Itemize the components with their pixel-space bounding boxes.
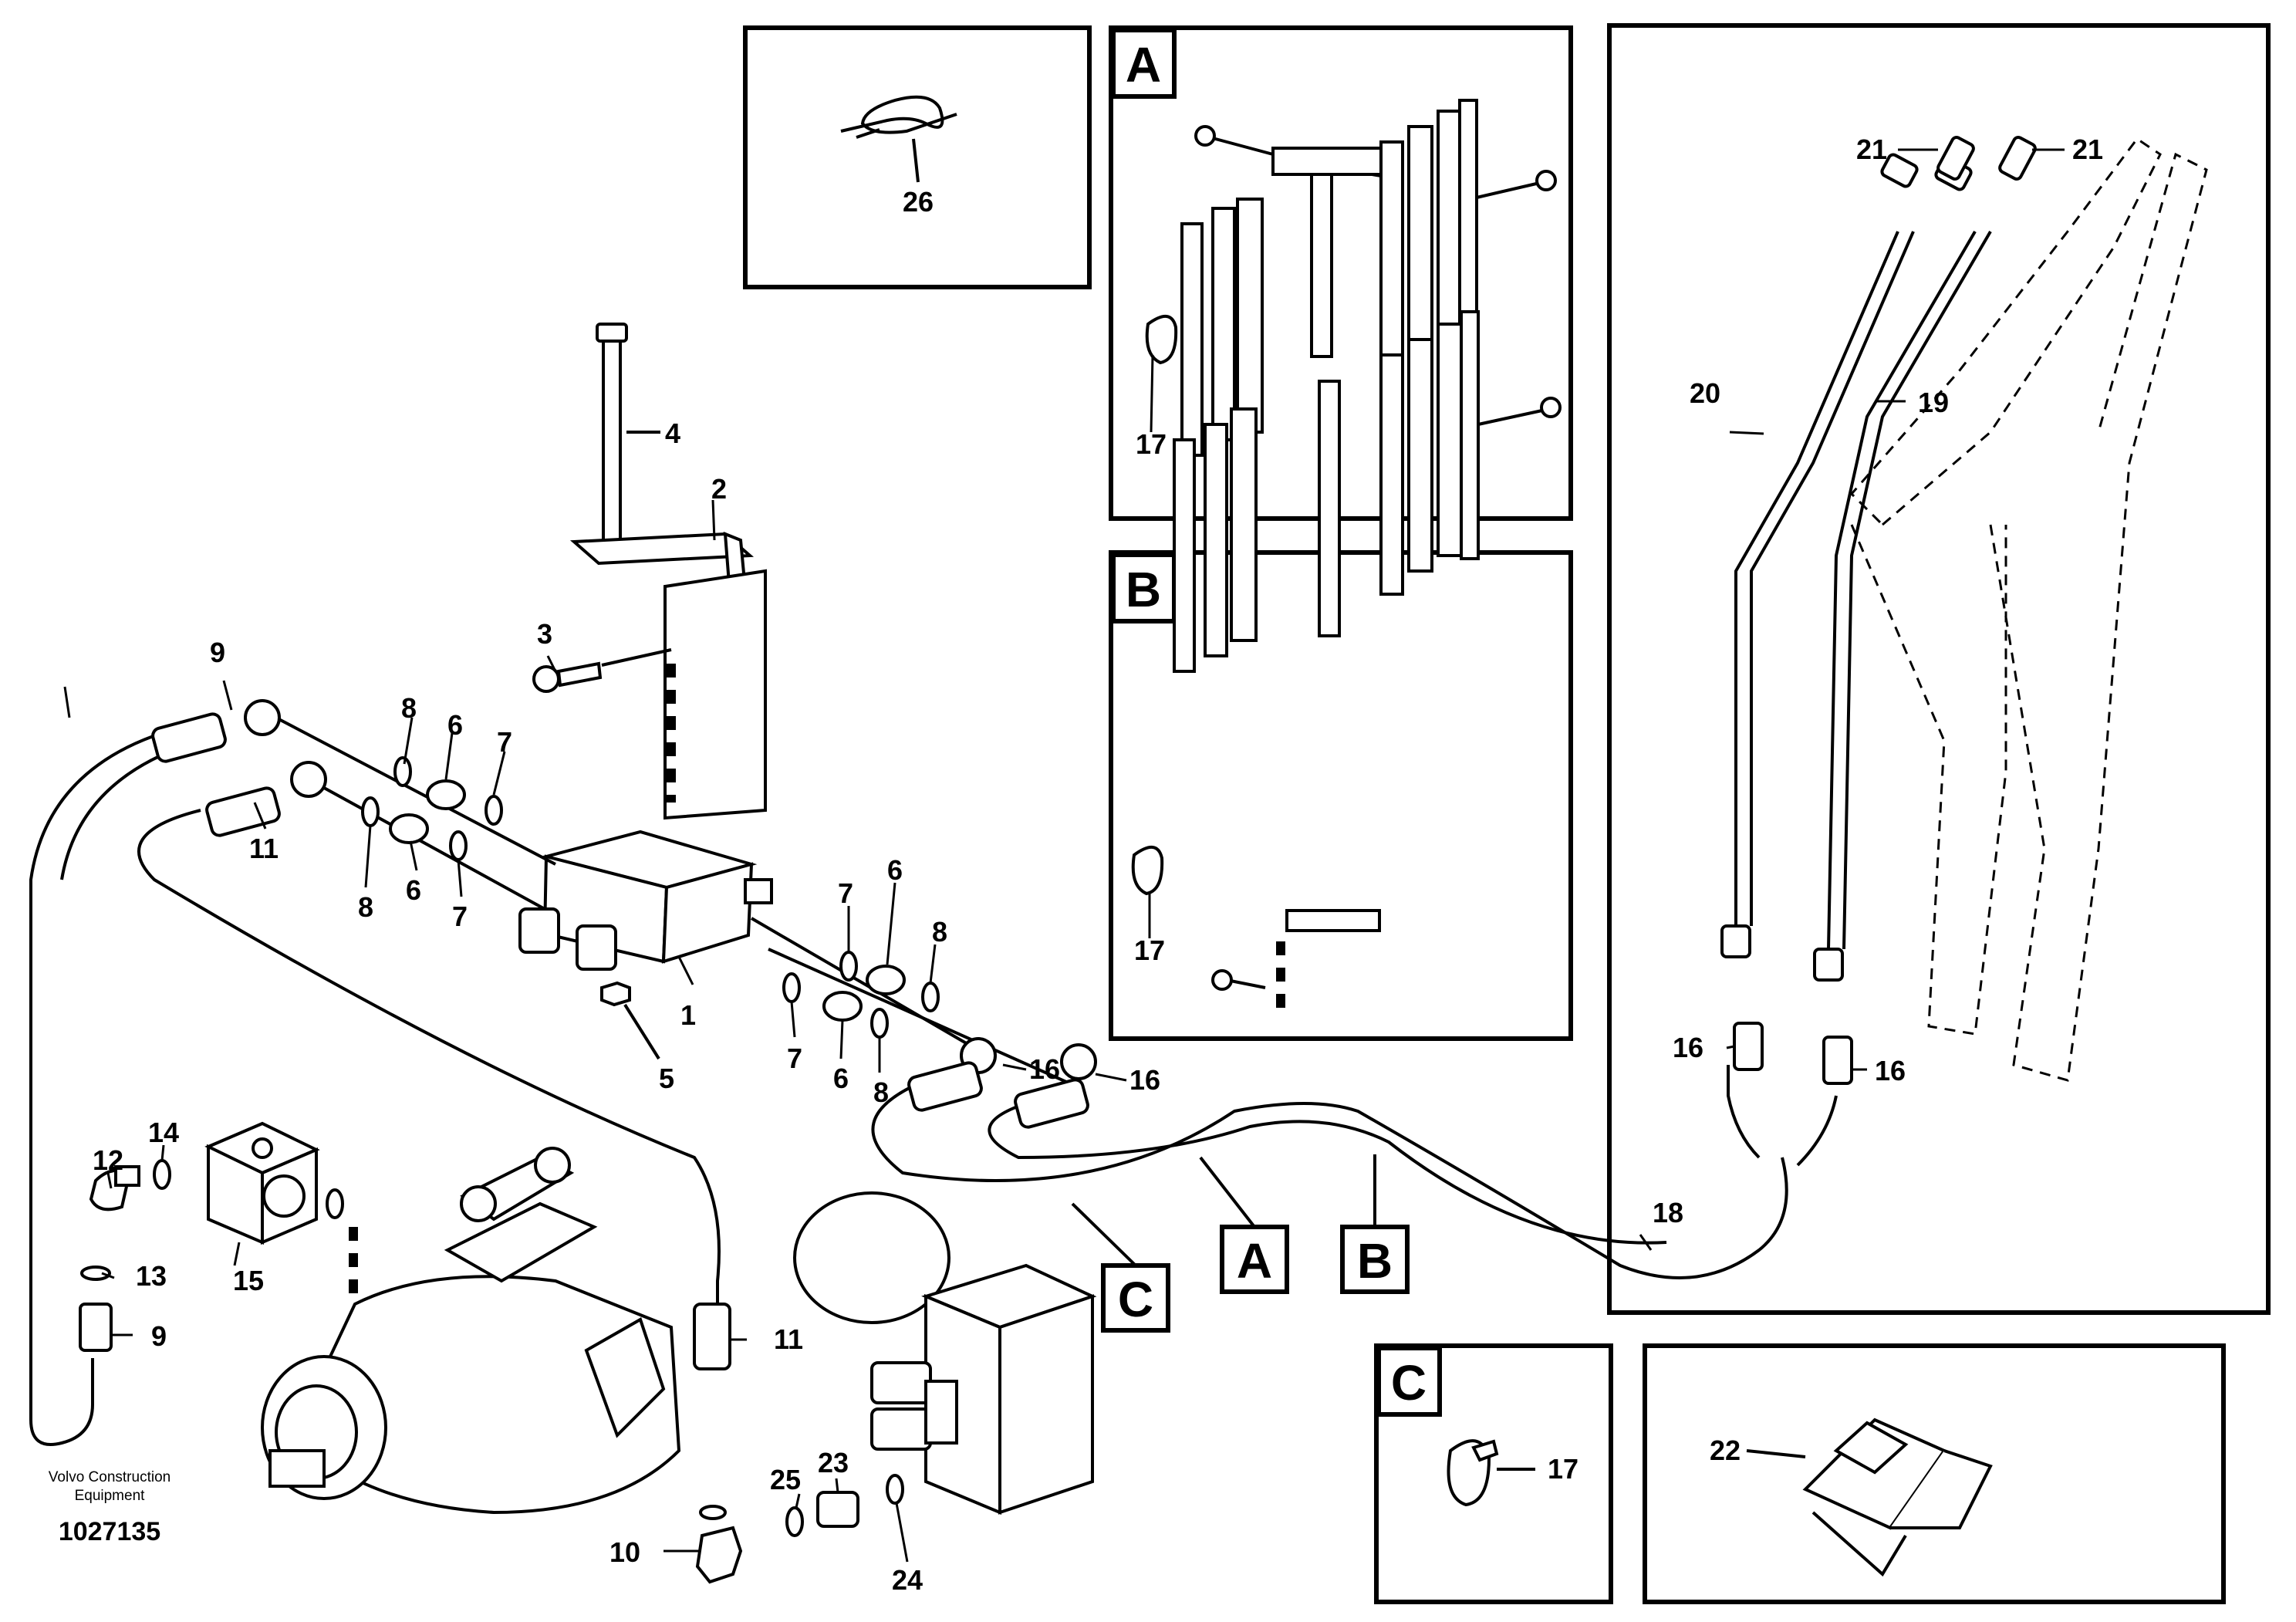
label-24: 24	[892, 1564, 923, 1596]
valve-assembly	[518, 323, 773, 1060]
clamp-c-icon	[1447, 1439, 1535, 1507]
svg-text:A: A	[1126, 37, 1161, 93]
cable-tie-icon	[840, 95, 957, 183]
clamp-assembly-b	[1131, 310, 1562, 991]
callout-tag-lines	[1071, 1154, 1376, 1267]
label-16-a: 16	[1029, 1053, 1060, 1085]
label-15: 15	[233, 1265, 264, 1296]
label-6-top: 6	[447, 709, 463, 741]
leader-lines	[63, 148, 2065, 1563]
label-16-c: 16	[1673, 1032, 1703, 1063]
label-11-top: 11	[249, 833, 279, 864]
callout-tag-b: B	[1340, 1225, 1410, 1294]
credit-line1: Volvo Construction	[49, 1469, 171, 1485]
control-valve	[793, 1191, 1097, 1515]
callout-tag-c: C	[1101, 1263, 1170, 1333]
credit-line2: Equipment	[75, 1488, 146, 1504]
svg-text:B: B	[1357, 1233, 1393, 1289]
label-10: 10	[609, 1536, 640, 1568]
svg-text:C: C	[1391, 1355, 1427, 1411]
label-21-a: 21	[1856, 133, 1887, 165]
frame-switch	[1643, 1343, 2226, 1604]
pipe-lines	[29, 230, 1992, 1446]
boom-outline	[1849, 137, 2208, 1082]
label-7-top: 7	[497, 726, 512, 758]
label-12: 12	[93, 1144, 123, 1176]
pump-body	[261, 1147, 681, 1515]
label-23: 23	[818, 1447, 849, 1478]
label-11-bottom: 11	[774, 1323, 803, 1355]
label-9-top: 9	[210, 637, 225, 668]
label-4: 4	[665, 417, 680, 449]
flange-15	[204, 1121, 344, 1245]
part-labels: 26 17 17 17 22 4 2 3 9 8 6 7 11 8 6 7 1 …	[93, 133, 2103, 1596]
hidden-line-markers	[349, 664, 1285, 1304]
label-2: 2	[711, 473, 727, 505]
label-17-c: 17	[1548, 1453, 1578, 1485]
label-18: 18	[1653, 1197, 1683, 1228]
label-7-mid: 7	[452, 901, 468, 932]
label-21-b: 21	[2072, 133, 2103, 165]
label-17-b: 17	[1134, 934, 1165, 966]
label-8-mid: 8	[358, 891, 373, 923]
svg-text:C: C	[1118, 1272, 1153, 1327]
label-16-b: 16	[1129, 1064, 1160, 1096]
fittings	[79, 135, 2037, 1584]
svg-text:B: B	[1126, 562, 1161, 617]
frame-tag-b: B	[1111, 552, 1177, 623]
callout-tag-a: A	[1220, 1225, 1289, 1294]
label-16-d: 16	[1875, 1055, 1906, 1086]
label-6-mid: 6	[406, 874, 421, 906]
label-13: 13	[136, 1260, 167, 1292]
credit-block: Volvo Construction Equipment 1027135	[49, 1469, 171, 1546]
label-1: 1	[680, 999, 696, 1031]
frame-detail-c	[1374, 1343, 1613, 1604]
clamp-assembly-a	[1145, 99, 1557, 457]
label-19: 19	[1918, 387, 1949, 418]
label-26: 26	[903, 186, 934, 218]
label-8-r2: 8	[873, 1076, 889, 1108]
frame-hoses-right	[1607, 23, 2271, 1315]
label-8-top: 8	[401, 692, 417, 724]
frame-tag-a: A	[1111, 28, 1177, 99]
label-25: 25	[770, 1464, 801, 1495]
label-9-bottom: 9	[151, 1320, 167, 1352]
label-6-r1: 6	[887, 854, 903, 886]
label-5: 5	[659, 1063, 674, 1094]
label-20: 20	[1690, 377, 1720, 409]
frame-tag-c: C	[1376, 1346, 1442, 1417]
svg-text:A: A	[1237, 1233, 1272, 1289]
switch-icon	[1746, 1418, 1993, 1577]
label-3: 3	[537, 618, 552, 650]
frame-cable-tie	[743, 25, 1092, 289]
label-7-r1: 7	[838, 877, 853, 909]
label-17-a: 17	[1136, 428, 1167, 460]
label-7-r2: 7	[787, 1042, 802, 1074]
label-22: 22	[1710, 1434, 1741, 1466]
drawing-number: 1027135	[59, 1517, 160, 1546]
label-8-r1: 8	[932, 916, 947, 948]
label-6-r2: 6	[833, 1063, 849, 1094]
label-14: 14	[148, 1117, 179, 1148]
